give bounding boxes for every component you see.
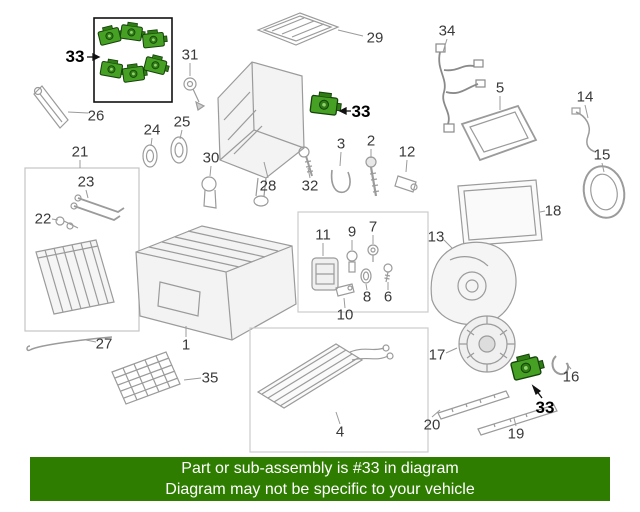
small-parts-box [297,211,429,313]
callout-32: 32 [301,177,319,195]
callout-19: 19 [507,425,525,443]
callout-12: 12 [398,143,416,161]
callout-6: 6 [383,288,393,306]
callout-31: 31 [181,46,199,64]
callout-20: 20 [423,416,441,434]
part-11-art [311,257,339,291]
part-28-art [217,61,305,207]
part-29-art [256,12,340,46]
highlight-box-33 [93,17,173,103]
part-16-art [551,355,570,376]
callout-9: 9 [347,223,357,241]
part-1-art [135,225,297,341]
part-7-art [367,244,379,262]
callout-34: 34 [438,22,456,40]
actuator-33-middle [309,90,344,117]
callout-2: 2 [366,132,376,150]
part-6-art [383,263,393,283]
part-21-art [24,167,140,332]
banner-line-1: Part or sub-assembly is #33 in diagram [181,460,459,477]
callout-16: 16 [562,368,580,386]
callout-11: 11 [315,226,331,244]
info-banner: Part or sub-assembly is #33 in diagram D… [30,457,610,501]
arrows-33 [87,52,543,399]
part-15-art [582,165,626,219]
part-14-art [571,107,597,153]
banner-line-2: Diagram may not be specific to your vehi… [165,481,475,498]
part-35-art [111,351,181,405]
callout-21: 21 [71,143,89,161]
callout-26: 26 [87,107,105,125]
callout-28: 28 [259,177,277,195]
part-12-art [394,175,418,193]
heater-core-art [35,239,115,315]
callout-14: 14 [576,88,594,106]
part-22-art [55,216,79,230]
leader-lines [51,29,605,427]
part-13-art [430,241,517,326]
callout-33-middle: 33 [351,102,371,121]
callout-8: 8 [362,288,372,306]
part-9-art [346,250,358,273]
part-20-art [437,390,510,420]
part-3-art [330,169,351,194]
part-30-art [201,176,217,209]
part-19-art [477,404,558,436]
part-27-art [26,336,113,352]
callout-35: 35 [201,369,219,387]
part-17-art [458,315,516,373]
callout-27: 27 [95,335,113,353]
actuator-33-bottom [508,350,547,382]
part-34-art [435,43,486,133]
part-31-art [183,77,206,111]
callout-18: 18 [544,202,562,220]
callout-23: 23 [77,173,95,191]
part-4-art [256,343,394,409]
callout-24: 24 [143,121,161,139]
part-8-art [360,268,372,284]
callout-5: 5 [495,79,505,97]
callout-4: 4 [335,423,345,441]
callout-17: 17 [428,346,446,364]
callout-15: 15 [593,146,611,164]
callout-33-bottom: 33 [535,398,555,417]
part-18-art [457,179,543,247]
evaporator-box [249,327,429,453]
callout-30: 30 [202,149,220,167]
part-2-art [365,156,380,197]
callout-13: 13 [427,228,445,246]
part-24-art [142,144,158,168]
part-5-art [460,104,538,162]
callout-3: 3 [336,135,346,153]
part-23-art [70,194,125,221]
part-25-art [170,136,188,164]
callout-10: 10 [336,306,354,324]
part-26-art [33,85,69,129]
part-10-art [335,283,355,297]
callout-7: 7 [368,218,378,236]
callout-22: 22 [34,210,52,228]
callout-29: 29 [366,29,384,47]
callout-25: 25 [173,113,191,131]
part-32-art [298,146,314,177]
callout-1: 1 [181,336,191,354]
callout-33-top-left: 33 [65,47,85,66]
